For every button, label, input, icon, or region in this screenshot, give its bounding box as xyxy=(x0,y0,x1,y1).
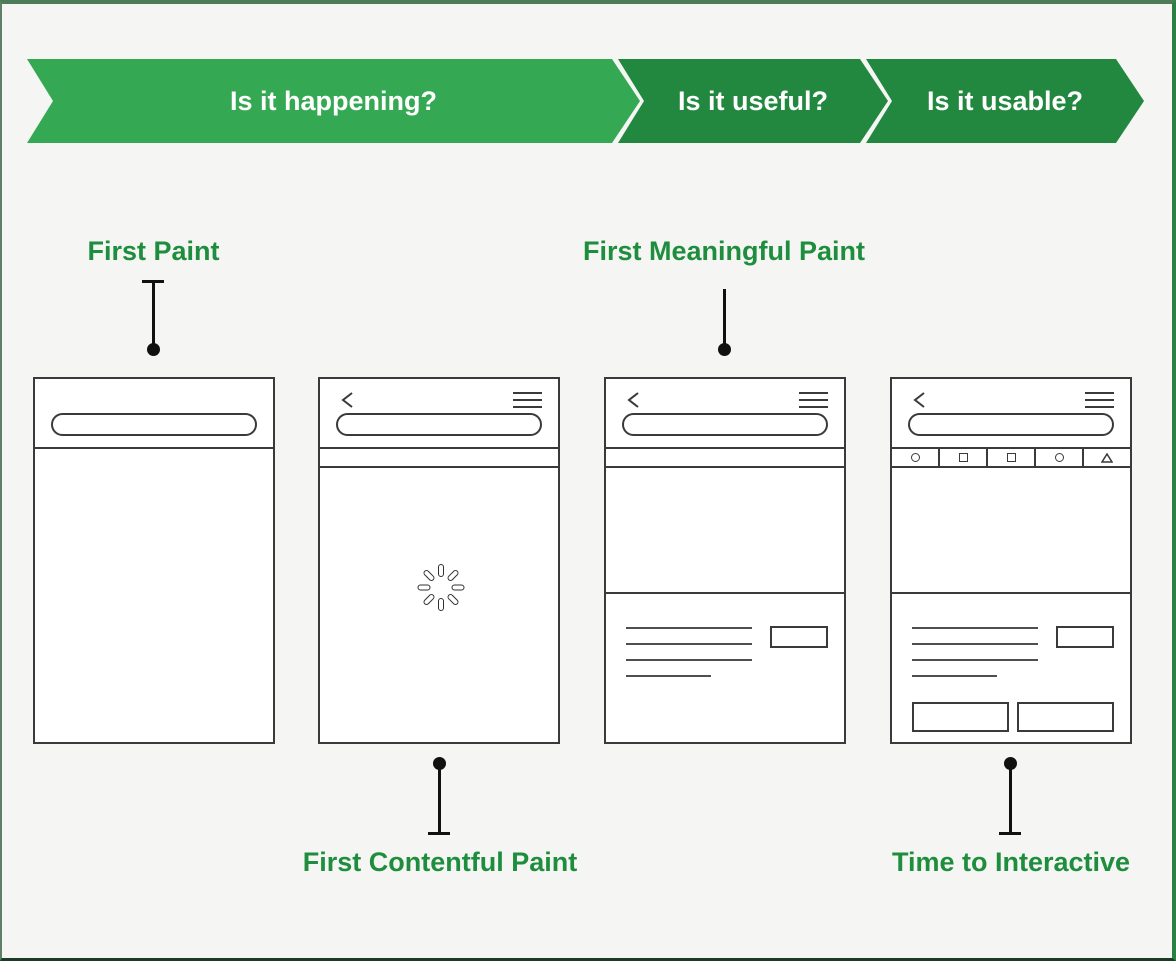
phone-mockup-first-contentful-paint xyxy=(318,377,560,744)
banner-step-label: Is it happening? xyxy=(230,86,437,116)
button-placeholder xyxy=(1056,626,1114,648)
button-placeholder xyxy=(770,626,828,648)
back-icon xyxy=(341,392,353,408)
text-line xyxy=(626,675,711,677)
text-line xyxy=(626,627,752,629)
menu-icon xyxy=(1085,392,1114,413)
first-meaningful-paint-label: First Meaningful Paint xyxy=(582,236,865,266)
text-line xyxy=(912,675,997,677)
toolbar-strip xyxy=(892,449,1130,468)
hero-placeholder xyxy=(892,468,1130,594)
loading-spinner-icon xyxy=(417,563,465,611)
phone-mockup-time-to-interactive xyxy=(890,377,1132,744)
square-icon xyxy=(1006,453,1016,462)
toolbar-cell xyxy=(940,449,988,466)
toolbar-cell xyxy=(892,449,940,466)
url-bar xyxy=(908,413,1114,436)
time-to-interactive-label: Time to Interactive xyxy=(891,847,1131,877)
button-placeholder xyxy=(1017,702,1114,732)
text-line xyxy=(626,643,752,645)
text-line xyxy=(626,659,752,661)
text-line xyxy=(912,659,1038,661)
browser-header xyxy=(320,379,558,449)
browser-header xyxy=(892,379,1130,449)
empty-strip xyxy=(320,449,558,468)
banner-step-happening: Is it happening? xyxy=(27,59,640,143)
button-placeholder xyxy=(912,702,1009,732)
text-line xyxy=(912,643,1038,645)
browser-header xyxy=(606,379,844,449)
browser-header xyxy=(35,379,273,449)
banner-step-label: Is it useful? xyxy=(677,86,829,116)
toolbar-cell xyxy=(1036,449,1084,466)
text-line xyxy=(912,627,1038,629)
phone-mockup-first-meaningful-paint xyxy=(604,377,846,744)
phone-mockup-first-paint xyxy=(33,377,275,744)
url-bar xyxy=(622,413,828,436)
banner-step-useful: Is it useful? xyxy=(618,59,888,143)
progress-banner: Is it happening? Is it useful? Is it usa… xyxy=(2,59,1176,143)
menu-icon xyxy=(513,392,542,413)
toolbar-cell xyxy=(1084,449,1130,466)
triangle-icon xyxy=(1101,452,1113,463)
square-icon xyxy=(958,453,968,462)
empty-strip xyxy=(606,449,844,468)
menu-icon xyxy=(799,392,828,413)
back-icon xyxy=(627,392,639,408)
banner-step-label: Is it usable? xyxy=(926,86,1084,116)
banner-step-usable: Is it usable? xyxy=(866,59,1144,143)
back-icon xyxy=(913,392,925,408)
url-bar xyxy=(51,413,257,436)
toolbar-cell xyxy=(988,449,1036,466)
circle-icon xyxy=(1054,453,1064,462)
first-paint-label: First Paint xyxy=(87,236,220,266)
hero-placeholder xyxy=(606,468,844,594)
circle-icon xyxy=(910,453,920,462)
url-bar xyxy=(336,413,542,436)
first-contentful-paint-label: First Contentful Paint xyxy=(302,847,578,877)
